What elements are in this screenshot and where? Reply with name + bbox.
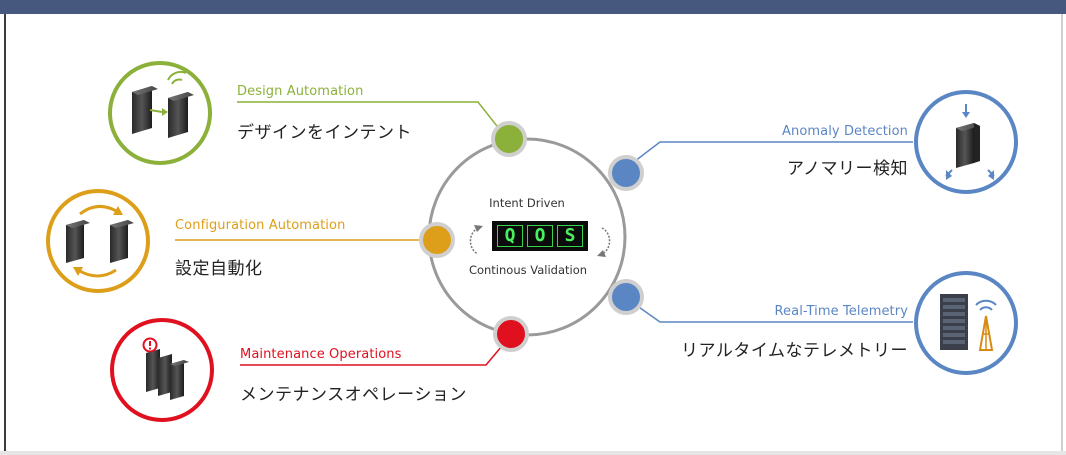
maintenance-node [110, 318, 214, 422]
telemetry-dot [608, 279, 644, 315]
qos-letter-o: O [527, 225, 553, 247]
servers-alert-icon [142, 337, 189, 400]
anomaly-node [914, 90, 1018, 194]
real-time-telemetry-jp: リアルタイムなテレメトリー [681, 341, 908, 361]
configuration-automation-jp: 設定自動化 [175, 259, 263, 279]
maintenance-operations-label: Maintenance Operations [240, 347, 402, 362]
intent-driven-label: Intent Driven [489, 196, 565, 210]
telemetry-node [914, 271, 1018, 375]
qos-letter-s: S [557, 225, 583, 247]
cycle-arrow-right-icon [601, 227, 611, 255]
servers-sync-icon [66, 205, 134, 278]
config-dot [419, 222, 455, 258]
server-arrows-icon [945, 104, 995, 180]
server-antenna-icon [940, 294, 997, 351]
frame-right-border [1061, 14, 1063, 455]
anomaly-detection-label: Anomaly Detection [781, 124, 908, 139]
frame-left-border [4, 14, 6, 455]
qos-letter-q: Q [497, 225, 523, 247]
config-node [46, 189, 150, 293]
design-automation-label: Design Automation [237, 84, 364, 99]
design-automation-jp: デザインをインテント [237, 123, 412, 143]
real-time-telemetry-label: Real-Time Telemetry [774, 304, 908, 319]
frame-bottom-border [0, 451, 1066, 455]
cycle-arrow-left-icon [469, 227, 479, 255]
continuous-validation-label: Continous Validation [468, 263, 588, 277]
top-banner-bar [0, 0, 1066, 14]
qos-display: Q O S [492, 221, 588, 251]
anomaly-dot [608, 155, 644, 191]
maintenance-dot [493, 316, 529, 352]
configuration-automation-label: Configuration Automation [175, 218, 346, 233]
design-dot [491, 121, 527, 157]
maintenance-operations-jp: メンテナンスオペレーション [240, 385, 467, 405]
design-node [108, 61, 212, 165]
servers-wifi-icon [132, 70, 194, 138]
anomaly-detection-jp: アノマリー検知 [787, 159, 908, 179]
